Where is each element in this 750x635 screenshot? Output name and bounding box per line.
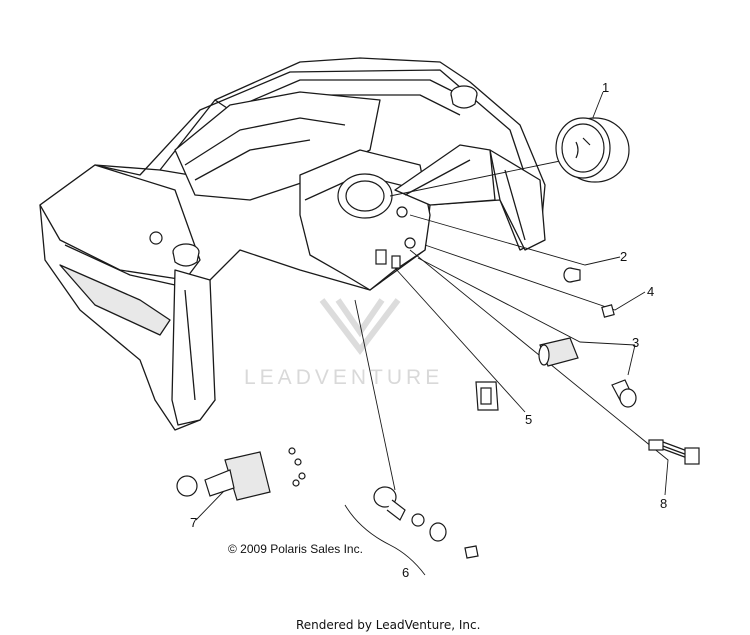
callout-7: 7	[190, 515, 198, 530]
callout-1: 1	[602, 80, 610, 95]
leadventure-logo-watermark	[319, 298, 401, 355]
rendered-by-footer: Rendered by LeadVenture, Inc.	[296, 618, 481, 632]
cup-holder-right	[450, 85, 478, 109]
part-gauge	[555, 117, 630, 183]
part-key-switch	[373, 486, 479, 559]
cup-holder-left	[172, 243, 200, 267]
callout-6: 6	[402, 565, 410, 580]
callout-4: 4	[647, 284, 655, 299]
callout-8: 8	[660, 496, 668, 511]
part-harness	[648, 439, 700, 465]
part-rocker-switch	[475, 381, 499, 411]
callout-3: 3	[632, 335, 640, 350]
part-knob	[563, 267, 581, 283]
copyright-text: © 2009 Polaris Sales Inc.	[228, 542, 363, 556]
leader-lines	[195, 91, 669, 576]
dash-panel-body	[39, 57, 546, 431]
watermark-text: LEADVENTURE	[244, 366, 444, 389]
callout-2: 2	[620, 249, 628, 264]
part-socket	[538, 337, 637, 408]
callout-5: 5	[525, 412, 533, 427]
part-headlight-switch	[176, 447, 306, 501]
part-clip	[601, 304, 615, 318]
console-openings	[149, 173, 416, 269]
